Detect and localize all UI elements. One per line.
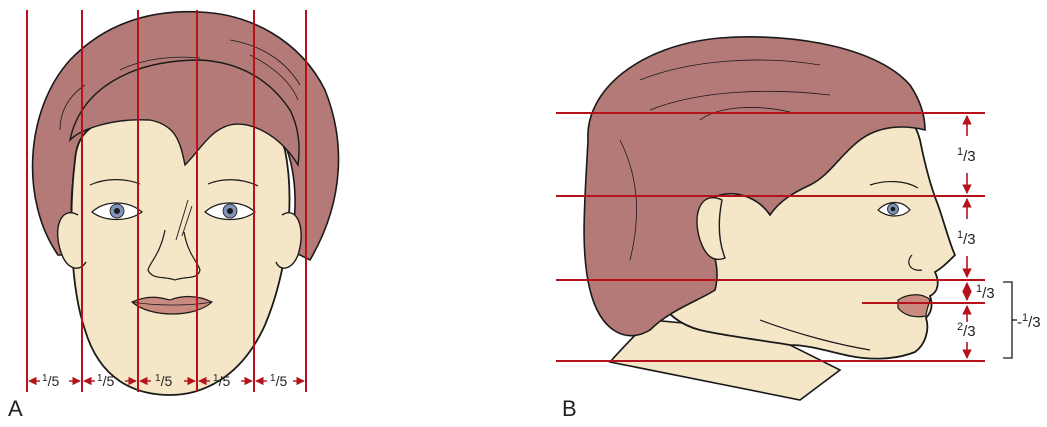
panel-label-a: A [8, 396, 23, 422]
fifth-label-2: 1/5 [97, 373, 114, 389]
front-face [71, 112, 289, 395]
fifth-label-1: 1/5 [42, 373, 59, 389]
upper-third-label: 1/3 [957, 146, 976, 165]
profile-face-illustration [584, 37, 955, 400]
front-face-illustration [33, 12, 339, 395]
panel-label-b: B [562, 396, 577, 422]
fifth-label-4: 1/5 [213, 373, 230, 389]
fifth-label-5: 1/5 [270, 373, 287, 389]
lower-third-label: -1/3 [1017, 312, 1041, 331]
chin-two-thirds-label: 2/3 [957, 321, 976, 340]
lower-third-bracket [1003, 282, 1012, 358]
lip-third-label: 1/3 [976, 283, 995, 302]
profile-thirds-labels: 1/3 1/3 1/3 2/3 -1/3 [957, 146, 1041, 340]
middle-third-label: 1/3 [957, 229, 976, 248]
